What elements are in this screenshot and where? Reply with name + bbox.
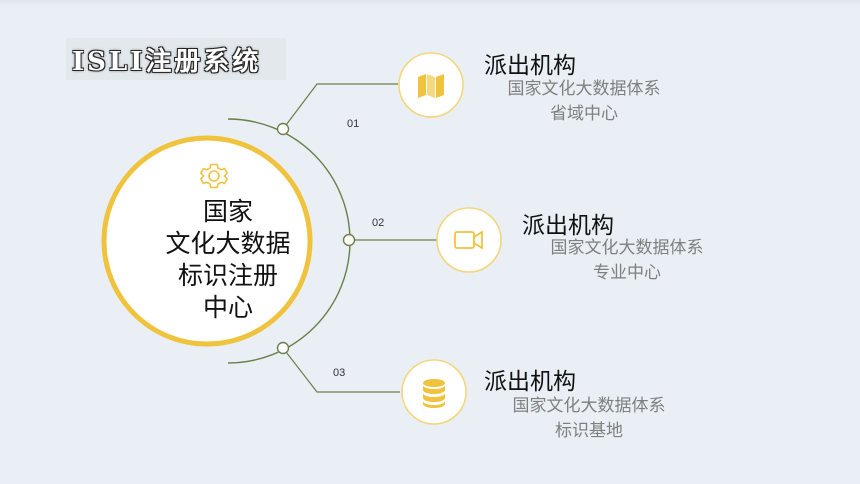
item-desc-01-line-1: 国家文化大数据体系 — [507, 79, 661, 99]
center-title-line-4: 中心 — [202, 293, 253, 322]
connector-line-01 — [282, 83, 398, 130]
center-title: 国家 文化大数据 标识注册 中心 — [108, 196, 348, 324]
node-01 — [276, 122, 290, 136]
step-number-02: 02 — [372, 217, 385, 229]
center-title-line-3: 标识注册 — [177, 261, 278, 290]
item-desc-03-line-1: 国家文化大数据体系 — [512, 396, 666, 416]
top-shadow — [0, 0, 860, 6]
logo: ISLI注册系统 — [66, 38, 286, 80]
item-title-03: 派出机构 — [484, 369, 576, 395]
step-number-01: 01 — [347, 118, 360, 130]
step-number-03: 03 — [333, 367, 346, 379]
node-02 — [342, 233, 356, 247]
item-desc-02: 国家文化大数据体系 专业中心 — [527, 236, 727, 286]
center-circle — [101, 135, 313, 347]
database-icon — [423, 379, 445, 408]
center-title-line-2: 文化大数据 — [165, 229, 291, 258]
center-title-line-1: 国家 — [202, 197, 253, 226]
connector-line-03 — [282, 347, 400, 393]
item-icon-circle-02 — [436, 207, 502, 273]
item-desc-03: 国家文化大数据体系 标识基地 — [489, 394, 689, 444]
item-desc-01: 国家文化大数据体系 省域中心 — [484, 77, 684, 127]
map-icon — [418, 74, 444, 98]
item-desc-03-line-2: 标识基地 — [555, 421, 623, 441]
node-03 — [276, 341, 290, 355]
item-title-01: 派出机构 — [484, 53, 576, 79]
item-desc-02-line-1: 国家文化大数据体系 — [550, 238, 704, 258]
gear-icon — [199, 163, 229, 189]
item-title-02: 派出机构 — [522, 213, 614, 239]
item-desc-01-line-2: 省域中心 — [550, 104, 618, 124]
video-camera-icon — [454, 230, 483, 250]
item-desc-02-line-2: 专业中心 — [593, 263, 661, 283]
